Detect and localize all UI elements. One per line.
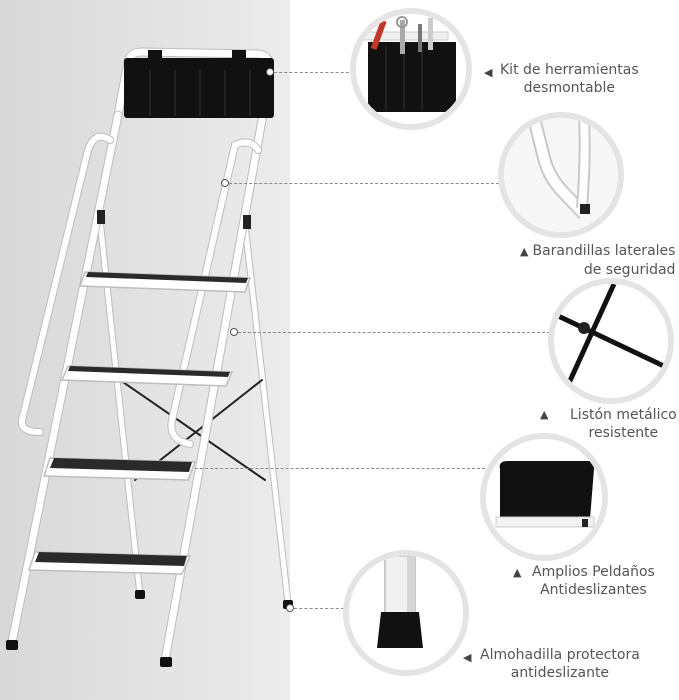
handrails-arrow-icon: ▲ — [520, 245, 529, 258]
steps-label: Amplios Peldaños Antideslizantes — [532, 564, 655, 598]
toolkit-label: Kit de herramientas desmontable — [500, 62, 639, 96]
feet-arrow-icon: ◀ — [463, 651, 472, 664]
crossbar-label: Listón metálico resistente — [570, 407, 677, 441]
toolkit-detail-circle — [350, 8, 472, 130]
handrails-detail-circle — [498, 112, 624, 238]
feet-detail-circle — [343, 550, 469, 676]
steps-arrow-icon: ▲ — [513, 566, 522, 579]
handrails-marker — [221, 179, 229, 187]
toolkit-leader — [274, 72, 354, 73]
feet-detail-image — [349, 556, 463, 670]
steps-detail-circle — [480, 433, 608, 561]
feet-marker — [286, 604, 294, 612]
feet-label: Almohadilla protectora antideslizante — [480, 647, 640, 681]
handrails-label: ▲Barandillas laterales de seguridad — [520, 243, 676, 278]
crossbar-marker — [230, 328, 238, 336]
crossbar-detail-image — [554, 284, 668, 398]
handrails-detail-image — [504, 118, 618, 232]
handrails-leader — [229, 183, 499, 184]
crossbar-detail-circle — [548, 278, 674, 404]
toolkit-detail-image — [356, 14, 466, 124]
crossbar-arrow-icon: ▲ — [540, 408, 549, 421]
step-ladder-image — [6, 47, 293, 667]
feet-leader — [294, 608, 344, 609]
steps-leader — [195, 468, 485, 469]
toolkit-arrow-icon: ◀ — [484, 66, 493, 79]
toolkit-marker — [266, 68, 274, 76]
steps-detail-image — [486, 439, 602, 555]
crossbar-leader — [238, 332, 550, 333]
